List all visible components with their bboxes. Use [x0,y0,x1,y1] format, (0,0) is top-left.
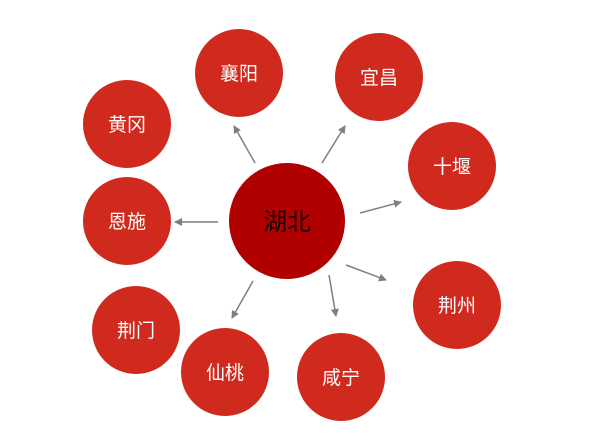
node-circle-jingzhou [413,261,501,349]
arrow-to-yichang [321,125,346,164]
node-yichang: 宜昌 [335,33,423,121]
node-label-shiyan: 十堰 [433,156,471,178]
node-label-jingzhou: 荆州 [438,295,476,317]
node-label-xiangyang: 襄阳 [220,63,258,85]
node-huanggang: 黄冈 [83,80,171,168]
node-shiyan: 十堰 [408,122,496,210]
arrow-to-jingmen [231,280,254,319]
node-jingzhou: 荆州 [413,261,501,349]
node-enshi: 恩施 [83,177,171,265]
node-label-yichang: 宜昌 [360,67,398,89]
node-label-xianning: 咸宁 [322,367,360,389]
arrow-to-shiyan [359,199,402,214]
arrows-layer [174,125,402,319]
node-circle-xiantao [181,328,269,416]
center-node-label: 湖北 [263,208,311,236]
node-xiangyang: 襄阳 [195,29,283,117]
node-circle-yichang [335,33,423,121]
node-label-jingmen: 荆门 [117,320,155,342]
node-jingmen: 荆门 [92,286,180,374]
node-circle-huanggang [83,80,171,168]
node-label-enshi: 恩施 [108,211,146,233]
arrow-to-jingzhou [345,264,387,282]
node-xiantao: 仙桃 [181,328,269,416]
node-label-huanggang: 黄冈 [108,114,146,136]
node-label-xiantao: 仙桃 [206,362,244,384]
arrow-to-xiangyang [233,125,256,164]
center-layer: 湖北 [229,163,345,279]
node-circle-enshi [83,177,171,265]
node-xianning: 咸宁 [297,333,385,421]
node-circle-shiyan [408,122,496,210]
node-circle-xiangyang [195,29,283,117]
center-node-circle [229,163,345,279]
node-circle-jingmen [92,286,180,374]
node-circle-xianning [297,333,385,421]
arrow-to-xianning [328,274,339,317]
